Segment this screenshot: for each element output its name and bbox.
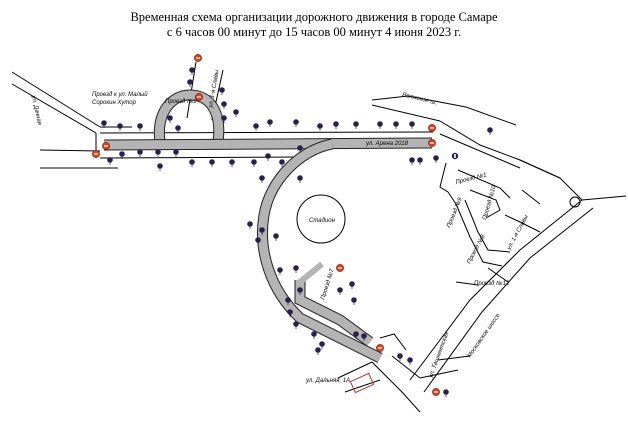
road-sign-icon bbox=[287, 309, 293, 317]
label-proezd-1: Проезд №1 bbox=[455, 171, 488, 185]
label-arena: ул. Арена 2018 bbox=[365, 141, 409, 147]
road-sign-icon bbox=[117, 123, 123, 131]
stadium-label: Стадион bbox=[309, 218, 336, 224]
road-sign-icon bbox=[407, 357, 413, 365]
road-sign-icon bbox=[259, 175, 265, 183]
road-sign-icon bbox=[297, 175, 303, 183]
road-sign-icon bbox=[119, 151, 125, 159]
label-slavy-2: ул. 1-я Славы bbox=[506, 214, 530, 252]
no-entry-sign-icon bbox=[195, 93, 203, 101]
road-sign-icon bbox=[349, 281, 355, 289]
map-title: Временная схема организации дорожного дв… bbox=[0, 10, 628, 40]
road-sign-icon bbox=[433, 155, 439, 163]
road-sign-icon bbox=[487, 127, 493, 135]
label-sorokin: Сорокин Хутор bbox=[92, 100, 137, 106]
road-sign-icon bbox=[157, 163, 163, 171]
road-sign-icon bbox=[251, 159, 257, 167]
road-sign-icon bbox=[311, 331, 317, 339]
road-sign-icon bbox=[229, 159, 235, 167]
label-proezd-maly: Проезд к ул. Малый bbox=[92, 91, 148, 98]
road-sign-icon bbox=[293, 119, 299, 127]
road-sign-icon bbox=[409, 157, 415, 165]
road-sign-icon bbox=[393, 121, 399, 129]
road-sign-icon bbox=[101, 120, 107, 128]
road-sign-icon bbox=[443, 389, 449, 397]
label-dalnyaya: ул. Дальняя, 1А bbox=[305, 378, 350, 384]
road-sign-icon bbox=[297, 145, 303, 153]
stadium-outline bbox=[296, 194, 346, 244]
road-sign-icon bbox=[267, 119, 273, 127]
label-volzhskoe: Волжское ш. bbox=[402, 92, 438, 106]
road-sign-icon bbox=[397, 353, 403, 361]
road-sign-icon bbox=[233, 109, 239, 117]
title-line-1: Временная схема организации дорожного дв… bbox=[130, 10, 498, 24]
no-entry-sign-icon bbox=[432, 388, 440, 396]
road-sign-icon bbox=[377, 121, 383, 129]
road-sign-icon bbox=[351, 297, 357, 305]
no-entry-sign-icon bbox=[92, 150, 100, 158]
title-line-2: с 6 часов 00 минут до 15 часов 00 минут … bbox=[166, 25, 462, 39]
no-entry-sign-icon bbox=[194, 54, 202, 62]
road-sign-icon bbox=[189, 67, 195, 75]
road-sign-icon bbox=[273, 233, 279, 241]
road-sign-icon bbox=[209, 159, 215, 167]
road-sign-icon bbox=[361, 333, 367, 341]
road-sign-icon bbox=[353, 121, 359, 129]
road-sign-icon bbox=[417, 157, 423, 165]
road-sign-icon bbox=[259, 227, 265, 235]
road-sign-icon bbox=[187, 79, 193, 87]
building-dalnyaya bbox=[349, 372, 375, 394]
road-sign-icon bbox=[337, 287, 343, 295]
label-dachnaya: ул. Дачная bbox=[30, 94, 42, 126]
no-entry-sign-icon bbox=[102, 142, 110, 150]
road-sign-icon bbox=[277, 267, 283, 275]
road-sign-icon bbox=[319, 341, 325, 349]
label-proezd-2: Проезд №2 bbox=[165, 98, 197, 105]
road-sign-icon bbox=[189, 159, 195, 167]
road-sign-icon bbox=[253, 123, 259, 131]
road-sign-icon bbox=[173, 149, 179, 157]
no-entry-sign-icon bbox=[428, 139, 436, 147]
road-sign-icon bbox=[221, 101, 227, 109]
road-sign-icon bbox=[409, 121, 415, 129]
road-sign-icon bbox=[137, 123, 143, 131]
road-sign-icon bbox=[265, 153, 271, 161]
road-sign-icon bbox=[293, 265, 299, 273]
road-sign-icon bbox=[247, 221, 253, 229]
no-entry-sign-icon bbox=[428, 124, 436, 132]
label-proezd-12: Проезд №12 bbox=[474, 280, 510, 287]
road-sign-icon bbox=[285, 297, 291, 305]
road-sign-icon bbox=[353, 331, 359, 339]
road-sign-icon bbox=[107, 157, 113, 165]
street-network bbox=[11, 61, 627, 413]
no-entry-sign-icon bbox=[376, 344, 384, 352]
street-labels: Проезд к ул. Малый Сорокин Хутор ул. Дач… bbox=[30, 69, 530, 384]
parking-sign-icon bbox=[451, 152, 459, 160]
road-sign-icon bbox=[255, 237, 261, 245]
sign-markers bbox=[92, 54, 493, 397]
road-sign-icon bbox=[293, 321, 299, 329]
label-proezd-7: Проезд №7 bbox=[319, 268, 336, 301]
label-moskovskoe: Московское шоссе bbox=[467, 312, 502, 359]
no-entry-sign-icon bbox=[336, 264, 344, 272]
road-sign-icon bbox=[333, 121, 339, 129]
road-sign-icon bbox=[221, 115, 227, 123]
road-sign-icon bbox=[219, 87, 225, 95]
label-proezd-9: Проезд №9 bbox=[445, 196, 464, 229]
road-sign-icon bbox=[297, 287, 303, 295]
road-sign-icon bbox=[167, 115, 173, 123]
road-sign-icon bbox=[279, 159, 285, 167]
closed-road-zone bbox=[103, 89, 433, 363]
label-proezd-8: Проезд №8 bbox=[466, 233, 487, 265]
road-sign-icon bbox=[317, 123, 323, 131]
road-sign-icon bbox=[137, 149, 143, 157]
road-sign-icon bbox=[315, 347, 321, 355]
road-sign-icon bbox=[155, 149, 161, 157]
label-proezd-10: Проезд №10 bbox=[481, 184, 498, 220]
road-sign-icon bbox=[175, 125, 181, 133]
